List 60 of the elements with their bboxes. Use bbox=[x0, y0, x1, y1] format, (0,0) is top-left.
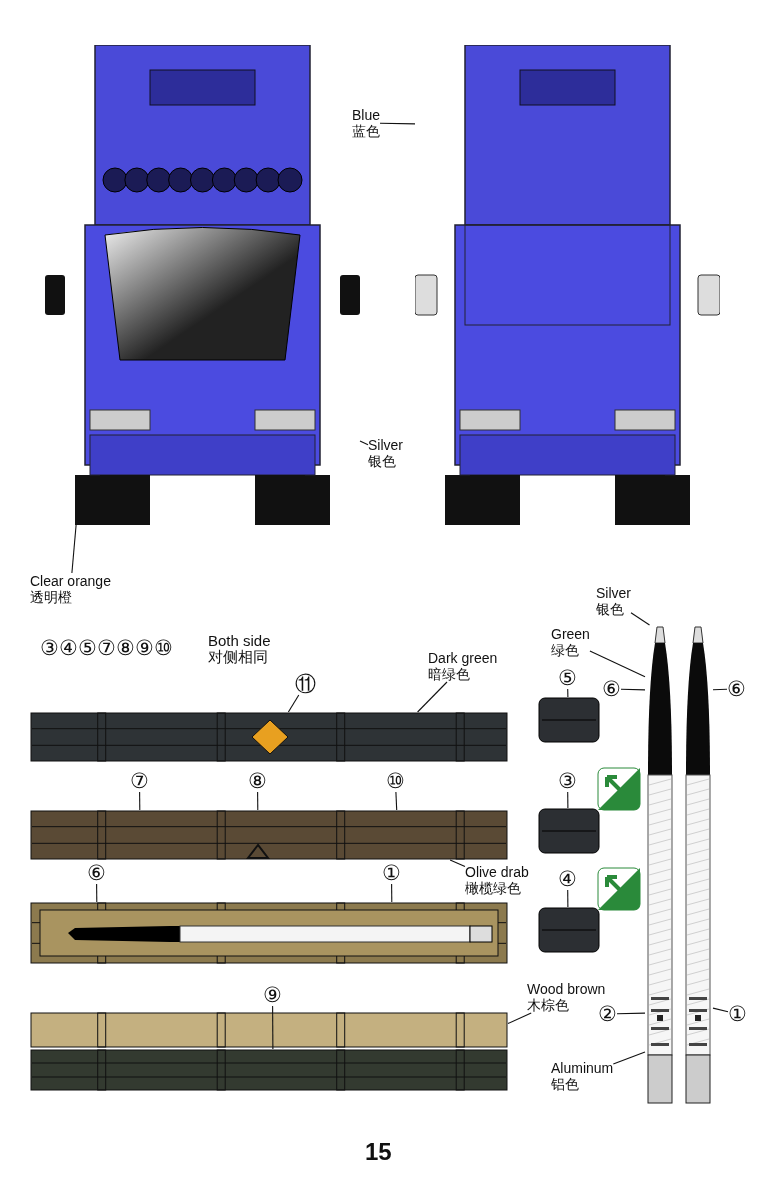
rocket-drawing bbox=[683, 625, 713, 1105]
leader-line bbox=[379, 122, 416, 125]
crate-lid-drawing bbox=[30, 1012, 508, 1048]
callout-number: ⑥ bbox=[727, 678, 746, 700]
note-text: 对侧相同 bbox=[208, 649, 268, 665]
page-number: 15 bbox=[365, 1138, 392, 1166]
leader-line bbox=[359, 440, 369, 446]
leader-line bbox=[391, 883, 393, 903]
callout-number: ⑧ bbox=[248, 770, 267, 792]
leader-line bbox=[567, 889, 569, 908]
crate-drawing bbox=[30, 810, 508, 860]
leader-line bbox=[567, 688, 569, 698]
callout-number: ① bbox=[728, 1003, 747, 1025]
rocket-drawing bbox=[645, 625, 675, 1105]
small-crate-drawing bbox=[538, 808, 600, 854]
leader-line bbox=[712, 1007, 729, 1013]
leader-line bbox=[630, 612, 651, 626]
leader-line bbox=[507, 1012, 532, 1025]
leader-line bbox=[567, 791, 569, 809]
leader-line bbox=[96, 883, 98, 903]
small-crate-drawing bbox=[538, 907, 600, 953]
paint-label: Olive drab 橄榄绿色 bbox=[465, 864, 529, 896]
paint-label: Silver 银色 bbox=[368, 437, 403, 469]
paint-label: Clear orange 透明橙 bbox=[30, 573, 111, 605]
crate-drawing bbox=[30, 1049, 508, 1091]
callout-number: ⑨ bbox=[263, 984, 282, 1006]
crate-drawing bbox=[30, 712, 508, 762]
callout-number: ⑪ bbox=[295, 673, 316, 695]
leader-line bbox=[417, 681, 448, 713]
leader-line bbox=[287, 694, 300, 713]
truck-rear-drawing bbox=[415, 45, 720, 525]
leader-line bbox=[272, 1005, 274, 1050]
callout-number: ⑤ bbox=[558, 667, 577, 689]
callout-number: ⑩ bbox=[386, 770, 405, 792]
leader-line bbox=[620, 688, 646, 691]
callout-number: ④ bbox=[558, 868, 577, 890]
note-text: Both side bbox=[208, 633, 271, 649]
paint-label: Aluminum 铝色 bbox=[551, 1060, 614, 1092]
paint-label: Silver 银色 bbox=[596, 585, 631, 617]
small-crate-drawing bbox=[538, 697, 600, 743]
leader-line bbox=[616, 1012, 646, 1015]
callout-number: ⑥ bbox=[602, 678, 621, 700]
leader-line bbox=[139, 791, 141, 811]
leader-line bbox=[712, 688, 728, 691]
paint-label: Blue 蓝色 bbox=[352, 107, 381, 139]
callout-number: ③ bbox=[558, 770, 577, 792]
open-crate-drawing bbox=[30, 902, 508, 964]
callout-number-list: ③④⑤⑦⑧⑨⑩ bbox=[40, 637, 173, 659]
leader-line bbox=[395, 791, 398, 811]
callout-number: ① bbox=[382, 862, 401, 884]
callout-number: ⑦ bbox=[130, 770, 149, 792]
leader-line bbox=[589, 650, 646, 678]
callout-number: ② bbox=[598, 1003, 617, 1025]
leader-line bbox=[257, 791, 259, 811]
leader-line bbox=[612, 1051, 646, 1065]
leader-line bbox=[71, 524, 77, 574]
paint-label: Dark green 暗绿色 bbox=[428, 650, 498, 682]
callout-number: ⑥ bbox=[87, 862, 106, 884]
paint-label: Green 绿色 bbox=[551, 626, 590, 658]
leader-line bbox=[449, 859, 466, 867]
